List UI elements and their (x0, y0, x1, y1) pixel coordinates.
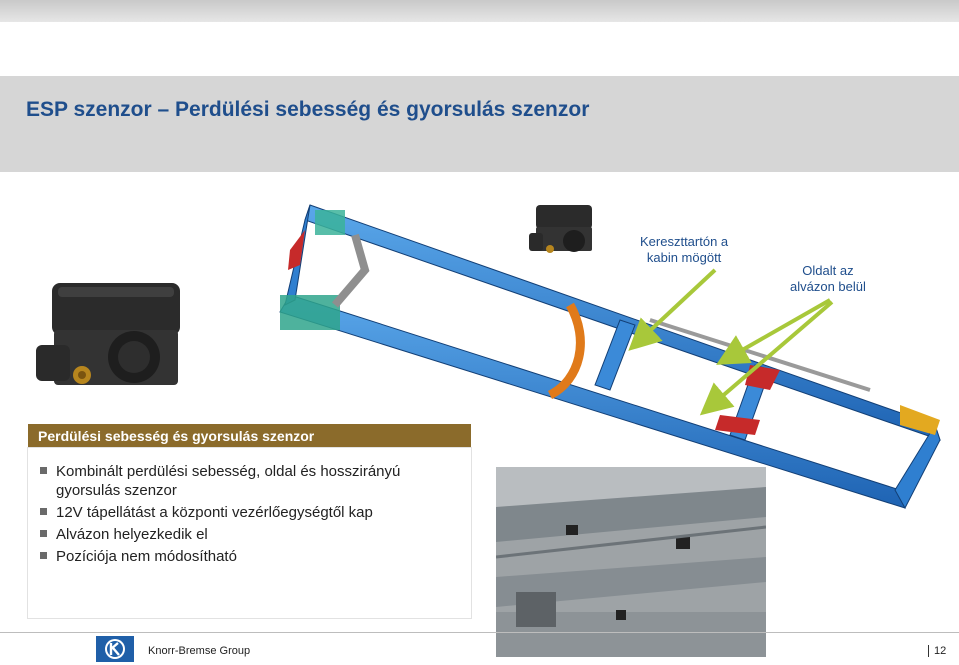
page-title: ESP szenzor – Perdülési sebesség és gyor… (26, 98, 590, 121)
callout-behind-cab-line-2: kabin mögött (646, 250, 722, 265)
list-item: Pozíciója nem módosítható (38, 547, 466, 566)
callout-inside-frame-line-2: alvázon belül (790, 279, 866, 294)
section-header-title: Perdülési sebesség és gyorsulás szenzor (38, 428, 315, 444)
page-number: 12 (928, 645, 946, 657)
company-name: Knorr-Bremse Group (148, 645, 251, 657)
knorr-bremse-logo-icon (96, 636, 134, 662)
callout-inside-frame: Oldalt az alvázon belül (790, 263, 866, 295)
chassis-underside-photo (496, 467, 766, 657)
sensor-large-image (36, 283, 180, 385)
callout-inside-frame-line-1: Oldalt az (802, 263, 854, 278)
title-band (0, 76, 959, 172)
top-decorative-band (0, 0, 959, 22)
list-item: Kombinált perdülési sebesség, oldal és h… (38, 462, 466, 500)
callout-behind-cab-line-1: Kereszttartón a (640, 234, 729, 249)
callout-behind-cab: Kereszttartón a kabin mögött (640, 234, 728, 266)
list-item: 12V tápellátást a központi vezérlőegység… (38, 503, 466, 522)
section-header: Perdülési sebesség és gyorsulás szenzor (28, 424, 471, 448)
list-item: Alvázon helyezkedik el (38, 525, 466, 544)
footer-divider (0, 632, 959, 633)
sensor-small-image (529, 205, 592, 253)
bullet-box (28, 448, 471, 618)
bullet-list: Kombinált perdülési sebesség, oldal és h… (38, 462, 466, 569)
